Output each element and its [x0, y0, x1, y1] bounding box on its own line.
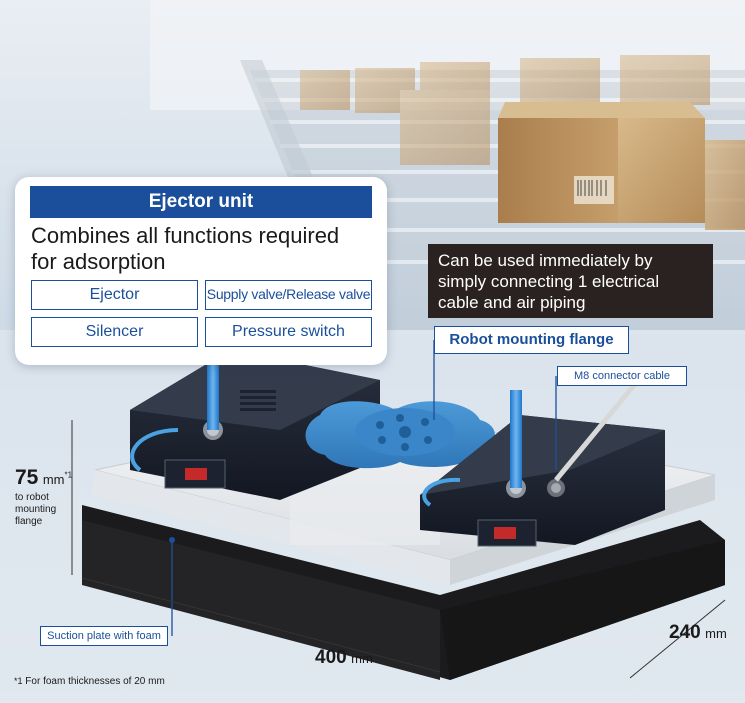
leader-dot [169, 537, 175, 543]
function-pressure-switch: Pressure switch [205, 317, 372, 347]
footnote: *1 For foam thicknesses of 20 mm [14, 676, 165, 687]
dimension-lines [71, 420, 726, 679]
robot-mounting-flange [305, 401, 495, 469]
height-note: to robot mounting flange [15, 492, 57, 527]
height-footnote-mark: *1 [64, 470, 73, 480]
suction-plate-label: Suction plate with foam [40, 626, 168, 646]
depth-dimension: 240 mm [669, 622, 727, 644]
function-ejector: Ejector [31, 280, 198, 310]
subtitle-line-2: for adsorption [31, 249, 166, 274]
subtitle-line-1: Combines all functions required [31, 223, 340, 248]
left-ejector-housing [130, 350, 380, 500]
height-dimension: 75 mm*1 to robot mounting flange [15, 466, 75, 528]
m8-cable [554, 376, 642, 482]
easy-connection-callout: Can be used immediately by simply connec… [428, 244, 713, 318]
width-value: 400 [315, 647, 347, 668]
footnote-text: For foam thicknesses of 20 mm [25, 676, 165, 687]
function-supply-release-valve: Supply valve/Release valve [205, 280, 372, 310]
ejector-info-panel: Ejector unit Combines all functions requ… [15, 177, 387, 365]
ejector-unit-title: Ejector unit [30, 186, 372, 218]
cardboard-box [498, 102, 745, 230]
callout-line-3: cable and air piping [438, 293, 586, 312]
air-tubes [130, 345, 522, 507]
robot-mounting-flange-label: Robot mounting flange [434, 326, 629, 354]
function-silencer: Silencer [31, 317, 198, 347]
m8-connector-cable-label: M8 connector cable [557, 366, 687, 386]
depth-unit: mm [705, 626, 727, 641]
width-dimension: 400 mm [315, 647, 373, 669]
height-value: 75 [15, 466, 39, 489]
callout-line-2: simply connecting 1 electrical [438, 272, 660, 291]
width-unit: mm [351, 651, 373, 666]
ejector-unit-subtitle: Combines all functions required for adso… [31, 223, 381, 275]
right-ejector-housing [420, 415, 665, 547]
depth-value: 240 [669, 622, 701, 643]
background-boxes [300, 55, 710, 165]
height-unit: mm [42, 472, 65, 487]
footnote-mark: *1 [14, 676, 23, 686]
callout-line-1: Can be used immediately by [438, 251, 653, 270]
